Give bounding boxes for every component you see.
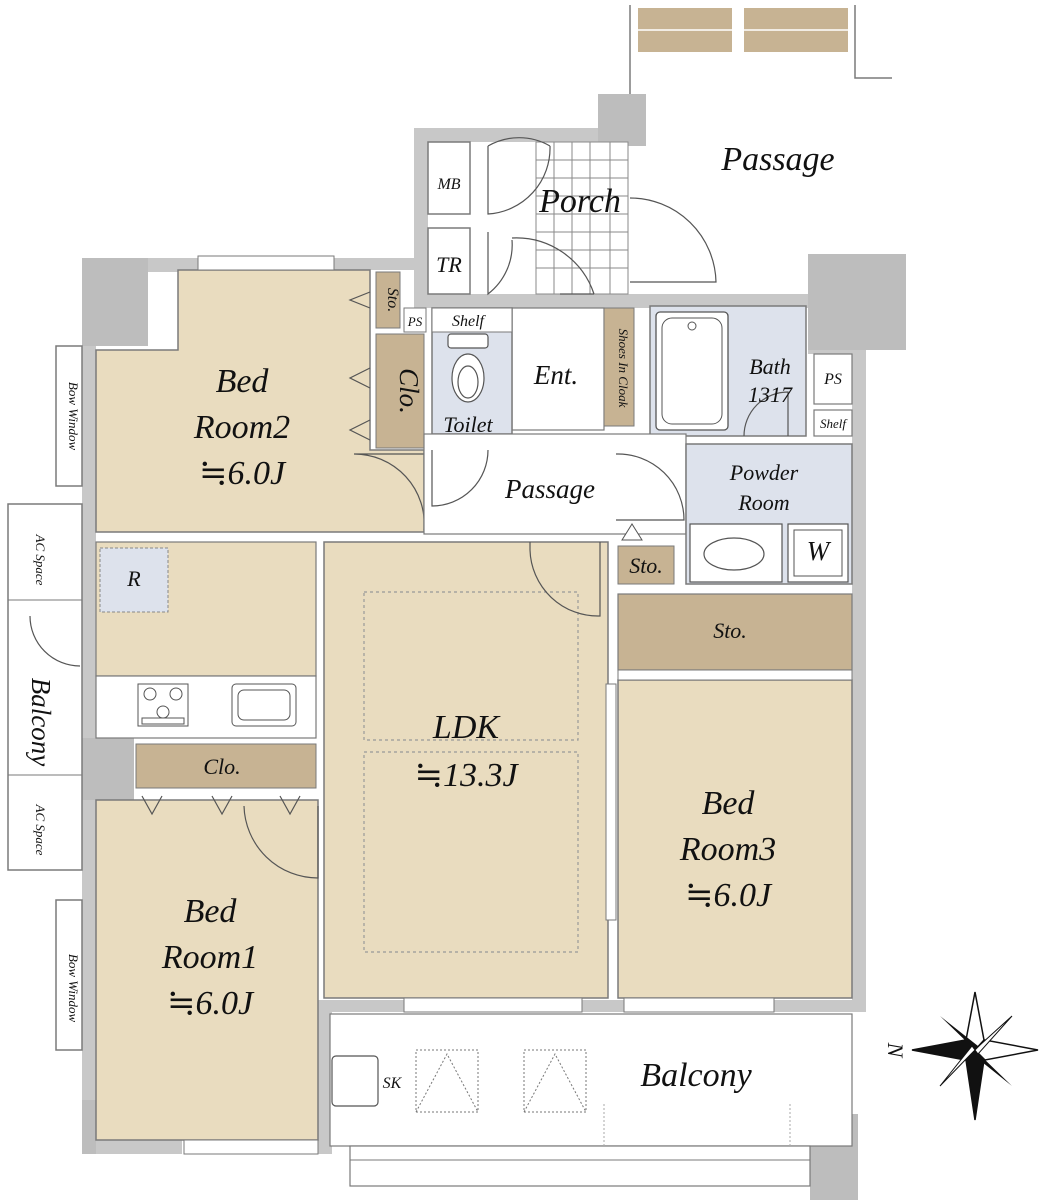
shoes-in-cloak: [603, 307, 635, 427]
toilet-shelf-label: Shelf: [452, 313, 487, 330]
toilet-label: Toilet: [443, 412, 493, 437]
bedroom-2-area: ≒6.0J: [199, 455, 287, 492]
powder-room-label-1: Powder: [729, 460, 799, 485]
shoes-in-cloak-label: Shoes In Cloak: [616, 329, 631, 408]
bath-shelf-label: Shelf: [820, 416, 848, 431]
ldk-label: LDK: [432, 709, 501, 746]
kitchen-closet: [135, 743, 317, 789]
bedroom-3-closet-rail: [617, 669, 853, 681]
closet-door-marks-bed2: [348, 291, 371, 441]
storage-small: [617, 545, 675, 585]
balcony-railing: [349, 1145, 811, 1187]
passage-doors: [431, 449, 685, 521]
bedroom-3-window: [623, 997, 775, 1013]
kitchen-sink: [231, 683, 297, 727]
meter-box-label: MB: [436, 176, 460, 193]
north-label: N: [883, 1042, 908, 1059]
entrance-floor: [511, 307, 605, 431]
bedroom-1-label-1: Bed: [184, 893, 238, 930]
kitchen-closet-label: Clo.: [203, 754, 240, 779]
bedroom-1-window: [183, 1139, 319, 1155]
bath-size-label: 1317: [748, 382, 793, 407]
trunk-room: [427, 227, 471, 295]
bathtub-inner: [661, 317, 723, 425]
porch-label: Porch: [538, 183, 621, 220]
bedroom-2-floor: [95, 269, 425, 533]
washing-machine-space: [787, 523, 849, 583]
ac-unit-marks: [415, 1049, 587, 1113]
bedroom-3-label-1: Bed: [702, 785, 756, 822]
bedroom-3-floor: [617, 679, 853, 999]
bath-label: Bath: [749, 354, 791, 379]
pipe-space-right: [813, 353, 853, 405]
bow-window-top-label: Bow Window: [66, 382, 81, 451]
bedroom-2-window: [197, 255, 335, 271]
bedroom-2-label-2: Room2: [193, 409, 290, 446]
entrance-label: Ent.: [533, 360, 578, 390]
bath-shelf: [813, 409, 853, 437]
bedroom-3-sliding-door: [605, 683, 617, 921]
ldk-dotted-area-2: [363, 751, 579, 953]
ldk-dotted-area-1: [363, 591, 579, 741]
inner-passage-label: Passage: [504, 474, 595, 504]
refrigerator-space: [99, 547, 169, 613]
bedroom-2-closet-label: Clo.: [394, 368, 424, 414]
storage-small-label: Sto.: [629, 553, 663, 578]
stove: [137, 683, 189, 727]
closet-door-marks-bed1: [141, 795, 301, 816]
bedroom-2-label-1: Bed: [216, 363, 270, 400]
powder-room-label-2: Room: [737, 490, 789, 515]
porch-doors: [487, 137, 717, 296]
toilet-shelf: [431, 307, 513, 333]
storage-large-label: Sto.: [713, 618, 747, 643]
bedroom-1-door: [243, 805, 319, 879]
ac-space-top-label: AC Space: [33, 534, 48, 586]
ldk-door: [529, 542, 601, 617]
washing-machine-label: W: [807, 536, 832, 566]
bedroom-2-storage: [375, 271, 401, 329]
ldk-area: ≒13.3J: [414, 757, 519, 794]
pipe-space-right-label: PS: [823, 371, 842, 388]
bedroom-2-storage-label: Sto.: [384, 288, 401, 312]
service-sink: [331, 1055, 379, 1107]
bow-window-top: [55, 345, 83, 487]
side-balcony: [7, 503, 83, 871]
refrigerator-label: R: [126, 566, 141, 591]
main-balcony: [329, 1013, 853, 1147]
ac-space-bottom-label: AC Space: [33, 804, 48, 856]
outer-passage-label: Passage: [720, 141, 834, 178]
ldk-window: [403, 997, 583, 1013]
compass-icon: [911, 991, 1039, 1121]
bow-window-bottom-label: Bow Window: [66, 954, 81, 1023]
washbasin: [703, 537, 765, 571]
pipe-space-left: [403, 307, 427, 333]
service-sink-label: SK: [383, 1075, 403, 1092]
labels: Passage Porch MB TR Ent. Shelf Toilet PS…: [126, 141, 848, 1094]
meter-box: [427, 141, 471, 215]
pipe-space-left-label: PS: [407, 314, 423, 329]
side-balcony-label: Balcony: [26, 678, 56, 766]
bedroom-1-area: ≒6.0J: [167, 985, 255, 1022]
bedroom-2-closet: [375, 333, 425, 449]
bedroom-3-label-2: Room3: [679, 831, 776, 868]
toilet-fixture: [447, 333, 489, 403]
bedroom-1-label-2: Room1: [161, 939, 258, 976]
bedroom-3-area: ≒6.0J: [685, 877, 773, 914]
main-balcony-label: Balcony: [640, 1057, 752, 1094]
trunk-room-label: TR: [436, 252, 462, 277]
structural-columns: [64, 94, 906, 1200]
bow-window-bottom: [55, 899, 83, 1051]
inner-passage: [423, 433, 687, 535]
